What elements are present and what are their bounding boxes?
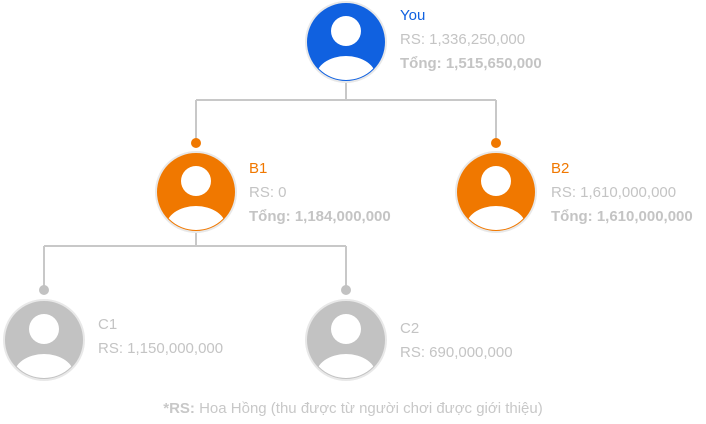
footnote: *RS: Hoa Hồng (thu được từ người chơi đư… bbox=[0, 400, 706, 417]
user-icon bbox=[155, 151, 237, 233]
node-total-b1: Tổng: 1,184,000,000 bbox=[249, 208, 391, 225]
node-rs-b1: RS: 0 bbox=[249, 184, 287, 201]
avatar-you bbox=[304, 0, 388, 84]
node-total-b2: Tổng: 1,610,000,000 bbox=[551, 208, 693, 225]
avatar-c1 bbox=[2, 298, 86, 382]
user-icon bbox=[455, 151, 537, 233]
node-info-c2: C2 RS: 690,000,000 bbox=[400, 317, 513, 365]
node-info-b2: B2 RS: 1,610,000,000 Tổng: 1,610,000,000 bbox=[551, 157, 693, 229]
node-name-you: You bbox=[400, 7, 426, 24]
connector-dot-c1 bbox=[39, 285, 49, 295]
node-name-b2: B2 bbox=[551, 160, 570, 177]
connector-dot-b1 bbox=[191, 138, 201, 148]
node-rs-c1: RS: 1,150,000,000 bbox=[98, 340, 224, 357]
user-icon bbox=[305, 1, 387, 83]
node-name-c1: C1 bbox=[98, 316, 118, 333]
node-info-c1: C1 RS: 1,150,000,000 bbox=[98, 313, 223, 361]
node-total-you: Tổng: 1,515,650,000 bbox=[400, 55, 542, 72]
avatar-b1 bbox=[154, 150, 238, 234]
node-rs-you: RS: 1,336,250,000 bbox=[400, 31, 526, 48]
footnote-label: *RS: bbox=[163, 400, 195, 417]
node-name-c2: C2 bbox=[400, 320, 420, 337]
avatar-b2 bbox=[454, 150, 538, 234]
avatar-c2 bbox=[304, 298, 388, 382]
node-rs-b2: RS: 1,610,000,000 bbox=[551, 184, 677, 201]
user-icon bbox=[305, 299, 387, 381]
node-name-b1: B1 bbox=[249, 160, 268, 177]
footnote-text: Hoa Hồng (thu được từ người chơi được gi… bbox=[194, 400, 543, 417]
connector-dot-c2 bbox=[341, 285, 351, 295]
user-icon bbox=[3, 299, 85, 381]
node-rs-c2: RS: 690,000,000 bbox=[400, 344, 513, 361]
node-info-b1: B1 RS: 0 Tổng: 1,184,000,000 bbox=[249, 157, 391, 229]
node-info-you: You RS: 1,336,250,000 Tổng: 1,515,650,00… bbox=[400, 4, 542, 76]
connector-dot-b2 bbox=[491, 138, 501, 148]
